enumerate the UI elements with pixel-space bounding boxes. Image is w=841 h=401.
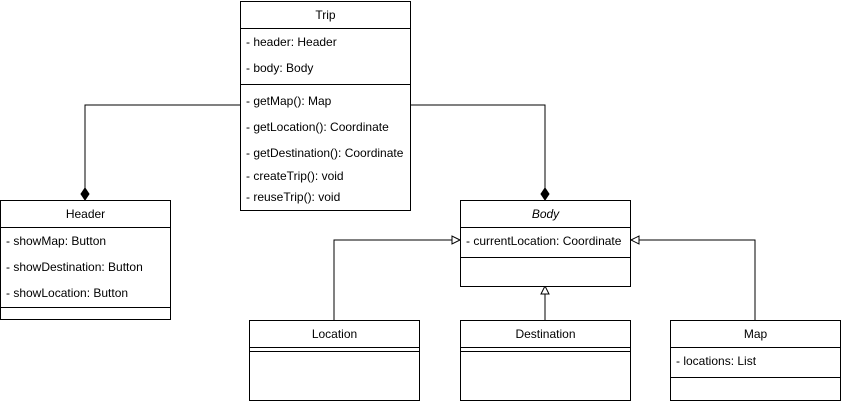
attribute-row: - showLocation: Button — [6, 286, 129, 300]
class-location-name: Location — [311, 327, 358, 341]
method-row: - getDestination(): Coordinate — [246, 146, 404, 160]
generalization-arrow-destination — [540, 284, 550, 295]
attribute-row: - header: Header — [246, 35, 337, 49]
class-trip[interactable]: Trip - header: Header - body: Body - get… — [240, 1, 411, 211]
class-header-methods — [1, 307, 170, 308]
class-body-attributes: - currentLocation: Coordinate — [461, 227, 630, 257]
generalization-arrow-location — [451, 235, 462, 245]
generalization-arrow-map — [629, 235, 640, 245]
attribute-row: - showMap: Button — [6, 234, 107, 248]
composition-line-trip-body — [410, 104, 546, 196]
class-map[interactable]: Map - locations: List — [670, 320, 841, 401]
class-header-attributes: - showMap: Button - showDestination: But… — [1, 227, 170, 307]
class-trip-methods: - getMap(): Map - getLocation(): Coordin… — [241, 84, 410, 208]
class-header[interactable]: Header - showMap: Button - showDestinati… — [0, 200, 171, 320]
class-body[interactable]: Body - currentLocation: Coordinate — [460, 200, 631, 287]
class-destination-name: Destination — [515, 327, 576, 341]
class-map-name: Map — [743, 327, 768, 341]
class-destination-methods — [461, 351, 630, 352]
attribute-row: - showDestination: Button — [6, 260, 143, 274]
generalization-line-map-body — [638, 239, 756, 320]
method-row: - getLocation(): Coordinate — [246, 120, 389, 134]
class-location-attributes — [250, 347, 419, 351]
composition-diamond-body — [540, 187, 550, 201]
class-destination-attributes — [461, 347, 630, 351]
class-trip-name: Trip — [315, 8, 336, 22]
method-row: - createTrip(): void — [246, 169, 344, 183]
class-header-name: Header — [65, 207, 106, 221]
class-body-methods — [461, 257, 630, 258]
generalization-line-location-body — [333, 239, 453, 320]
class-location-methods — [250, 351, 419, 352]
class-body-name: Body — [531, 207, 560, 221]
class-map-attributes: - locations: List — [671, 347, 840, 377]
attribute-row: - locations: List — [676, 354, 757, 368]
class-trip-attributes: - header: Header - body: Body — [241, 28, 410, 84]
class-destination[interactable]: Destination — [460, 320, 631, 401]
attribute-row: - currentLocation: Coordinate — [466, 234, 622, 248]
attribute-row: - body: Body — [246, 61, 314, 75]
composition-diamond-header — [80, 187, 90, 201]
class-location[interactable]: Location — [249, 320, 420, 401]
class-map-methods — [671, 377, 840, 378]
method-row: - reuseTrip(): void — [246, 190, 341, 204]
method-row: - getMap(): Map — [246, 94, 332, 108]
composition-line-trip-header — [84, 104, 240, 196]
